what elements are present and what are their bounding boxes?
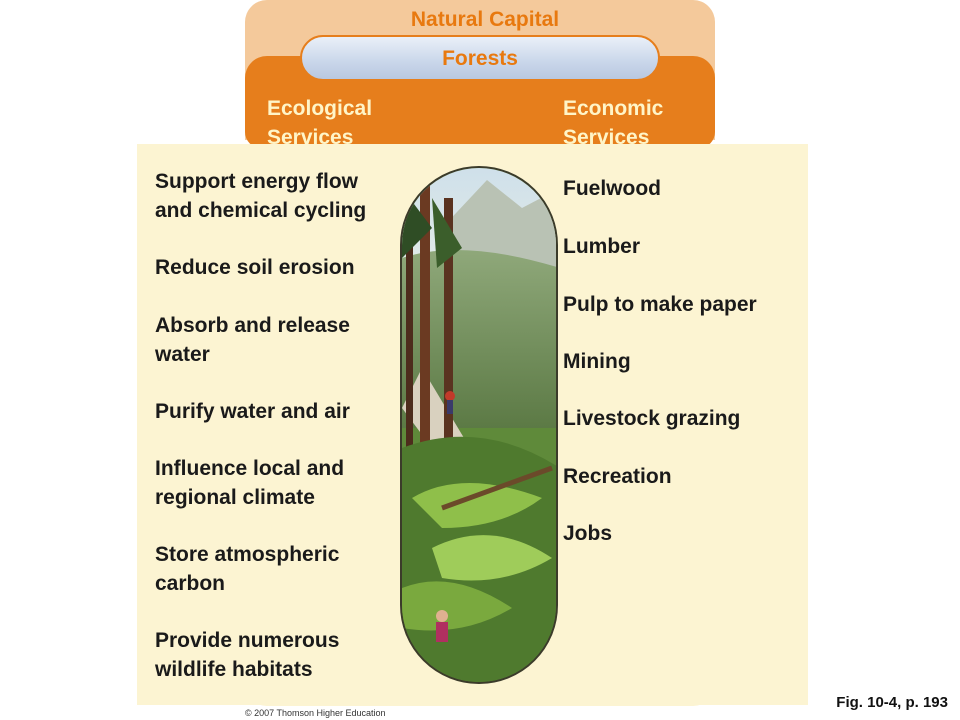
ecological-item-line: water xyxy=(155,343,210,366)
ecological-item-line: Support energy flow xyxy=(155,170,359,193)
forest-illustration xyxy=(400,166,558,684)
tree-trunk xyxy=(444,198,453,458)
tree-trunk xyxy=(406,208,413,468)
ecological-item-line: and chemical cycling xyxy=(155,199,367,222)
hiker-figure-body xyxy=(436,622,448,642)
economic-item: Jobs xyxy=(563,522,613,545)
copyright-notice: © 2007 Thomson Higher Education xyxy=(245,708,386,718)
ecological-item-line: regional climate xyxy=(155,486,315,509)
tree-foliage xyxy=(432,198,462,268)
ecological-item: Purify water and air xyxy=(155,397,350,426)
ecological-item: Reduce soil erosion xyxy=(155,253,355,282)
forest-illustration-art xyxy=(402,168,556,682)
branch xyxy=(441,465,553,511)
logger-figure-body xyxy=(447,400,453,414)
forest-hillside xyxy=(402,250,556,428)
ecological-services-header: Ecological Services xyxy=(267,97,373,149)
leaf-cluster xyxy=(412,483,542,528)
economic-item: Pulp to make paper xyxy=(563,293,757,316)
hiker-figure xyxy=(436,610,448,622)
figure-label: Fig. 10-4, p. 193 xyxy=(836,694,948,711)
leaf-cluster xyxy=(432,535,552,581)
ecological-item-line: Provide numerous xyxy=(155,629,340,652)
economic-item: Fuelwood xyxy=(563,177,661,200)
economic-services-header: Economic Services xyxy=(563,97,664,149)
ecological-item: Support energy flow and chemical cycling xyxy=(155,167,366,225)
economic-item: Mining xyxy=(563,350,631,373)
economic-item: Lumber xyxy=(563,235,641,258)
ecological-item: Store atmospheric carbon xyxy=(155,540,339,598)
ecological-item-line: Reduce soil erosion xyxy=(155,256,355,279)
logger-figure xyxy=(445,391,455,401)
ecological-item: Influence local and regional climate xyxy=(155,454,344,512)
diagram-title: Natural Capital xyxy=(410,8,560,31)
ecological-item-line: carbon xyxy=(155,572,226,595)
ecological-item-line: wildlife habitats xyxy=(155,658,313,681)
forests-label: Forests xyxy=(300,35,660,81)
leaf-cluster xyxy=(402,581,512,631)
ecological-item: Absorb and release water xyxy=(155,311,350,369)
ecological-item-line: Influence local and xyxy=(155,457,345,480)
ecological-item-line: Absorb and release xyxy=(155,314,350,337)
ecological-item-line: Purify water and air xyxy=(155,400,350,423)
tree-trunk xyxy=(420,168,430,498)
ecological-item-line: Store atmospheric xyxy=(155,543,340,566)
ecological-item: Provide numerous wildlife habitats xyxy=(155,626,339,684)
economic-item: Livestock grazing xyxy=(563,407,741,430)
economic-item: Recreation xyxy=(563,465,672,488)
